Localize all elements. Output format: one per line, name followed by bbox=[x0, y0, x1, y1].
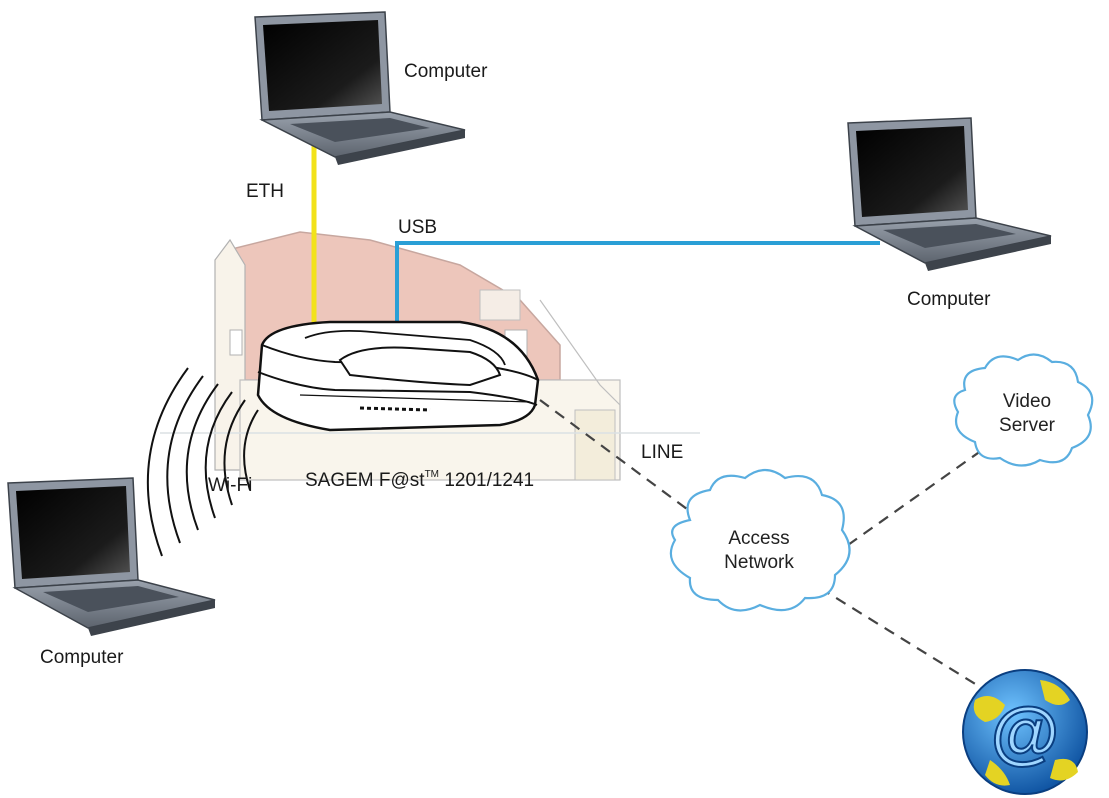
router-icon bbox=[256, 320, 540, 432]
access-network-label: Access Network bbox=[694, 527, 824, 575]
router-model: 1201/1241 bbox=[444, 470, 535, 491]
router-brand: SAGEM F@st bbox=[305, 470, 425, 491]
svg-text:@: @ bbox=[991, 693, 1059, 771]
eth-label: ETH bbox=[246, 181, 284, 202]
wifi-label: Wi-Fi bbox=[208, 475, 253, 496]
laptop-icon bbox=[847, 117, 1052, 271]
access-network-cloud-icon bbox=[669, 468, 851, 612]
access-network-line2: Network bbox=[724, 551, 794, 573]
dashed-links bbox=[539, 399, 986, 691]
laptop-icon bbox=[7, 477, 216, 636]
video-server-line2: Server bbox=[999, 414, 1055, 436]
usb-cable bbox=[395, 241, 880, 335]
usb-label: USB bbox=[398, 217, 438, 238]
computer-label-top: Computer bbox=[404, 61, 488, 82]
video-server-label: Video Server bbox=[962, 390, 1092, 438]
access-network-line1: Access bbox=[728, 528, 790, 549]
computer-label-right: Computer bbox=[907, 289, 991, 310]
router-tm: TM bbox=[424, 469, 440, 480]
video-server-cloud-icon bbox=[953, 353, 1094, 467]
wifi-waves-icon bbox=[146, 367, 259, 557]
laptop-icon bbox=[254, 11, 466, 165]
line-label: LINE bbox=[641, 442, 684, 463]
computer-label-left: Computer bbox=[40, 647, 124, 668]
globe-at-icon: @ bbox=[962, 669, 1088, 795]
router-model-label: SAGEM F@stTM 1201/1241 bbox=[305, 469, 535, 491]
video-server-line1: Video bbox=[1002, 391, 1052, 412]
